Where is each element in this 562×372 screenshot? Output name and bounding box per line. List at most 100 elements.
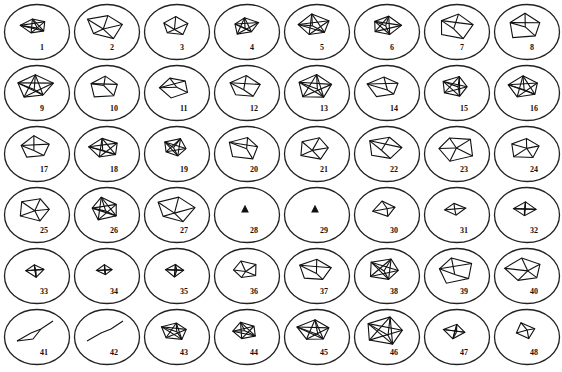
graph-illustration: [143, 64, 211, 122]
circle-outline: [495, 310, 560, 365]
graph-illustration: [73, 186, 141, 244]
circle-outline: [5, 5, 70, 60]
graph-illustration: [143, 308, 211, 366]
circle-outline: [495, 66, 560, 121]
figure-circle: 39: [423, 247, 491, 305]
graph-illustration: [283, 64, 351, 122]
figure-number: 32: [530, 227, 538, 235]
figure-number: 1: [40, 44, 44, 52]
figure-circle: 34: [73, 247, 141, 305]
graph-illustration: [353, 186, 421, 244]
graph-drawing: [26, 265, 44, 277]
circle-outline: [215, 127, 280, 182]
graph-illustration: [143, 186, 211, 244]
figure-circle: 3: [143, 3, 211, 61]
graph-drawing: [510, 13, 540, 37]
graph-illustration: [423, 64, 491, 122]
circle-outline: [355, 310, 420, 365]
graph-drawing: [233, 322, 255, 338]
figure-circle: 37: [283, 247, 351, 305]
circle-outline: [215, 310, 280, 365]
graph-illustration: [423, 186, 491, 244]
circle-outline: [425, 127, 490, 182]
circle-outline: [355, 127, 420, 182]
circle-outline: [5, 66, 70, 121]
figure-circle: 25: [3, 186, 71, 244]
graph-drawing: [20, 19, 44, 33]
graph-illustration: [493, 3, 561, 61]
circle-outline: [75, 5, 140, 60]
graph-drawing: [443, 324, 464, 338]
graph-drawing: [299, 75, 331, 98]
circle-outline: [425, 310, 490, 365]
figure-number: 47: [460, 349, 468, 357]
graph-illustration: [3, 125, 71, 183]
circle-outline: [145, 249, 210, 304]
figure-number: 42: [110, 349, 118, 357]
figure-number: 30: [390, 227, 398, 235]
circle-outline: [495, 5, 560, 60]
circle-outline: [355, 188, 420, 243]
figure-number: 25: [40, 227, 48, 235]
figure-number: 5: [320, 44, 324, 52]
figure-circle: 47: [423, 308, 491, 366]
figure-number: 6: [390, 44, 394, 52]
figure-circle: 28: [213, 186, 281, 244]
figure-number: 28: [250, 227, 258, 235]
circle-outline: [215, 66, 280, 121]
graph-drawing: [375, 16, 402, 34]
figure-number: 17: [40, 166, 48, 174]
figure-circle: 7: [423, 3, 491, 61]
circle-outline: [145, 188, 210, 243]
graph-illustration: [283, 125, 351, 183]
graph-drawing: [96, 265, 112, 275]
figure-number: 34: [110, 288, 118, 296]
figure-number: 8: [530, 44, 534, 52]
graph-drawing: [87, 321, 123, 341]
circle-outline: [215, 249, 280, 304]
figure-number: 15: [460, 105, 468, 113]
graph-drawing: [92, 197, 116, 220]
graph-drawing: [20, 199, 49, 221]
graph-drawing: [234, 261, 256, 277]
graph-illustration: [283, 186, 351, 244]
figure-number: 22: [390, 166, 398, 174]
graph-drawing: [164, 17, 188, 35]
graph-drawing: [229, 138, 257, 159]
circle-outline: [5, 310, 70, 365]
figure-number: 45: [320, 349, 328, 357]
graph-drawing: [297, 320, 329, 339]
graph-illustration: [423, 247, 491, 305]
graph-illustration: [143, 247, 211, 305]
graph-drawing: [301, 138, 328, 159]
figure-circle: 45: [283, 308, 351, 366]
graph-illustration: [213, 3, 281, 61]
figure-number: 19: [180, 166, 188, 174]
figure-circle: 14: [353, 64, 421, 122]
circle-outline: [495, 127, 560, 182]
figure-number: 4: [250, 44, 254, 52]
graph-illustration: [283, 247, 351, 305]
figure-number: 38: [390, 288, 398, 296]
figure-circle: 38: [353, 247, 421, 305]
figure-number: 24: [530, 166, 538, 174]
circle-outline: [75, 249, 140, 304]
figure-number: 11: [180, 105, 188, 113]
circle-outline: [355, 66, 420, 121]
figure-number: 23: [460, 166, 468, 174]
graph-drawing: [235, 18, 259, 34]
graph-drawing: [441, 14, 473, 39]
graph-illustration: [213, 308, 281, 366]
graph-drawing: [514, 202, 536, 216]
graph-illustration: [353, 308, 421, 366]
graph-illustration: [213, 125, 281, 183]
figure-circle: 27: [143, 186, 211, 244]
graph-drawing: [508, 76, 537, 97]
circle-outline: [285, 5, 350, 60]
graph-illustration: [3, 247, 71, 305]
circle-outline: [285, 310, 350, 365]
circle-outline: [495, 188, 560, 243]
figure-circle: 18: [73, 125, 141, 183]
figure-circle: 41: [3, 308, 71, 366]
figure-circle: 48: [493, 308, 561, 366]
